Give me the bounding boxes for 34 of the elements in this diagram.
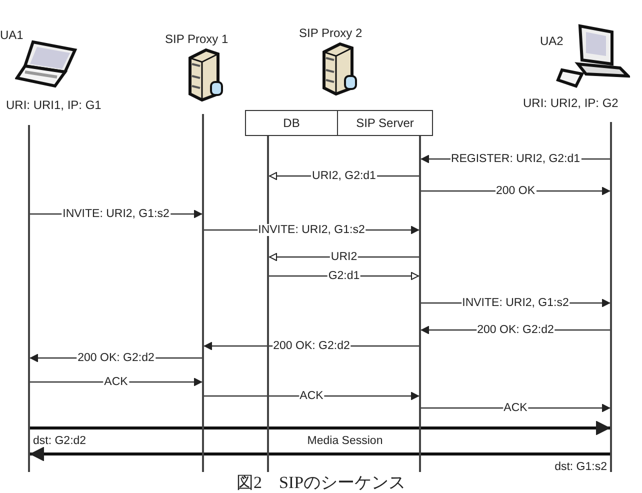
lifeline (610, 122, 612, 472)
edge-label: 200 OK: G2:d2 (476, 324, 555, 336)
participant-name: UA2 (540, 34, 564, 48)
edge-label: 200 OK: G2:d2 (76, 352, 156, 364)
lifeline (28, 125, 30, 472)
lifeline (419, 136, 421, 472)
address-label: dst: G1:s2 (554, 460, 607, 474)
edge-label: URI2 (330, 251, 358, 263)
edge-label: ACK (298, 390, 324, 402)
lifeline (267, 136, 269, 472)
address-label: URI: URI1, IP: G1 (6, 98, 102, 112)
edge-label: ACK (502, 402, 528, 414)
session-label: Media Session (307, 434, 383, 448)
participant-name: SIP Proxy 2 (299, 26, 362, 40)
edge-label: INVITE: URI2, G1:s2 (62, 208, 170, 220)
address-label: URI: URI2, IP: G2 (523, 96, 618, 110)
edge-label: 200 OK: G2:d2 (272, 340, 351, 352)
message-arrow (204, 392, 420, 400)
edge-label: INVITE: URI2, G1:s2 (257, 224, 366, 236)
participant-name: UA1 (0, 28, 24, 42)
media-arrow (30, 447, 610, 461)
edge-label: ACK (103, 376, 129, 388)
caption: 図2 SIPのシーケンス (236, 473, 406, 492)
media-arrow (30, 421, 610, 435)
edge-label: 200 OK (495, 185, 536, 197)
component-box: SIP Server (337, 110, 433, 136)
participant-name: SIP Proxy 1 (165, 32, 228, 46)
component-box: DB (245, 110, 338, 136)
edge-label: URI2, G2:d1 (311, 170, 377, 182)
edge-label: G2:d1 (327, 270, 361, 282)
edge-label: REGISTER: URI2, G2:d1 (450, 153, 582, 165)
lifeline (202, 114, 204, 472)
address-label: dst: G2:d2 (33, 434, 86, 448)
edge-label: INVITE: URI2, G1:s2 (461, 297, 570, 309)
